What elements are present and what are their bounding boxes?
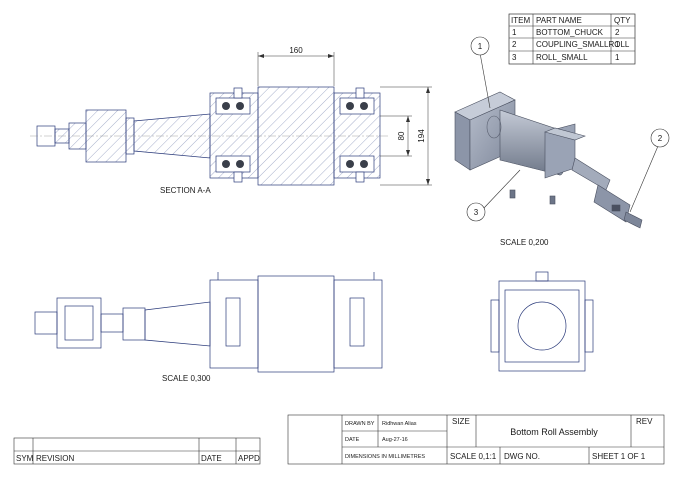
drawn-by-label: DRAWN BY <box>345 421 375 427</box>
section-bearing-rollers <box>222 102 368 168</box>
end-view <box>490 271 594 372</box>
table-cell-qty: 1 <box>615 40 620 49</box>
balloon-3 <box>466 202 486 222</box>
rev-label: REV <box>636 417 653 426</box>
front-shaft <box>100 313 124 333</box>
table-cell-item: 2 <box>512 40 517 49</box>
dimension-194 <box>380 86 432 186</box>
front-shaft-tip <box>34 311 58 335</box>
end-view-tab-right <box>584 299 594 353</box>
front-taper <box>144 301 211 347</box>
section-view: 160 80 194 <box>30 46 432 186</box>
date-label: DATE <box>345 437 360 443</box>
table-cell-part-name: ROLL_SMALL <box>536 53 588 62</box>
table-cell-qty: 1 <box>615 53 620 62</box>
balloon-1-label: 1 <box>478 42 483 51</box>
dimension-160 <box>257 52 335 86</box>
front-scale-label: SCALE 0,300 <box>162 374 211 383</box>
revision-col-appd: APPD <box>238 454 260 463</box>
table-header-qty: QTY <box>614 16 631 25</box>
sheet-number: SHEET 1 OF 1 <box>592 452 646 461</box>
iso-coupling <box>593 184 631 223</box>
section-bolts <box>233 87 365 183</box>
table-cell-qty: 2 <box>615 28 620 37</box>
dimensions-note: DIMENSIONS IN MILLIMETRES <box>345 454 425 460</box>
table-cell-item: 1 <box>512 28 517 37</box>
end-view-bore <box>517 301 567 351</box>
dimension-width-label: 160 <box>289 46 303 55</box>
iso-shaft <box>571 157 611 191</box>
balloon-2-label: 2 <box>658 134 663 143</box>
front-roll-body <box>257 275 335 373</box>
front-chuck-slot-right <box>349 297 365 347</box>
isometric-view <box>454 91 643 229</box>
front-chuck-slot-left <box>225 297 241 347</box>
end-view-outer <box>498 280 586 372</box>
dimension-80 <box>380 115 412 157</box>
iso-chuck-side <box>454 111 471 171</box>
revision-col-sym: SYM <box>16 454 34 463</box>
scale-value: SCALE 0,1:1 <box>450 452 497 461</box>
size-label: SIZE <box>452 417 470 426</box>
end-view-bolt <box>535 271 549 282</box>
front-view <box>34 272 383 373</box>
table-cell-part-name: BOTTOM_CHUCK <box>536 28 604 37</box>
table-cell-item: 3 <box>512 53 517 62</box>
revision-col-revision: REVISION <box>36 454 74 463</box>
drawn-by-value: Ridhwan Alias <box>382 421 417 427</box>
iso-shaft-tip <box>623 211 643 229</box>
table-cell-part-name: COUPLING_SMALLROLL <box>536 40 630 49</box>
balloon-3-label: 3 <box>474 208 479 217</box>
front-ring <box>122 307 146 341</box>
front-coupling-inner <box>64 305 94 341</box>
iso-slot <box>611 204 621 212</box>
drawing-title: Bottom Roll Assembly <box>510 427 598 437</box>
iso-bolt <box>509 189 516 199</box>
section-label: SECTION A-A <box>160 186 211 195</box>
parts-table: ITEM PART NAME QTY 1 BOTTOM_CHUCK 2 2 CO… <box>508 13 636 65</box>
dimension-outer-label: 194 <box>417 129 426 143</box>
iso-scale-label: SCALE 0,200 <box>500 238 549 247</box>
table-header-part-name: PART NAME <box>536 16 582 25</box>
balloon-1 <box>470 36 490 56</box>
revision-block <box>13 437 261 465</box>
end-view-tab-left <box>490 299 500 353</box>
iso-chuck-right-top <box>544 127 586 141</box>
iso-bore <box>486 115 502 139</box>
iso-bolt <box>549 195 556 205</box>
front-chuck-left <box>209 279 259 369</box>
end-view-inner <box>504 289 580 363</box>
balloons <box>466 36 670 222</box>
table-header-item: ITEM <box>511 16 530 25</box>
dwg-no-label: DWG NO. <box>504 452 540 461</box>
front-coupling-outer <box>56 297 102 349</box>
dimension-inner-label: 80 <box>397 131 406 140</box>
balloon-2 <box>650 128 670 148</box>
date-value: Aug-27-16 <box>382 437 408 443</box>
title-block <box>287 414 665 465</box>
front-chuck-right <box>333 279 383 369</box>
section-bearing <box>215 97 375 173</box>
revision-col-date: DATE <box>201 454 222 463</box>
